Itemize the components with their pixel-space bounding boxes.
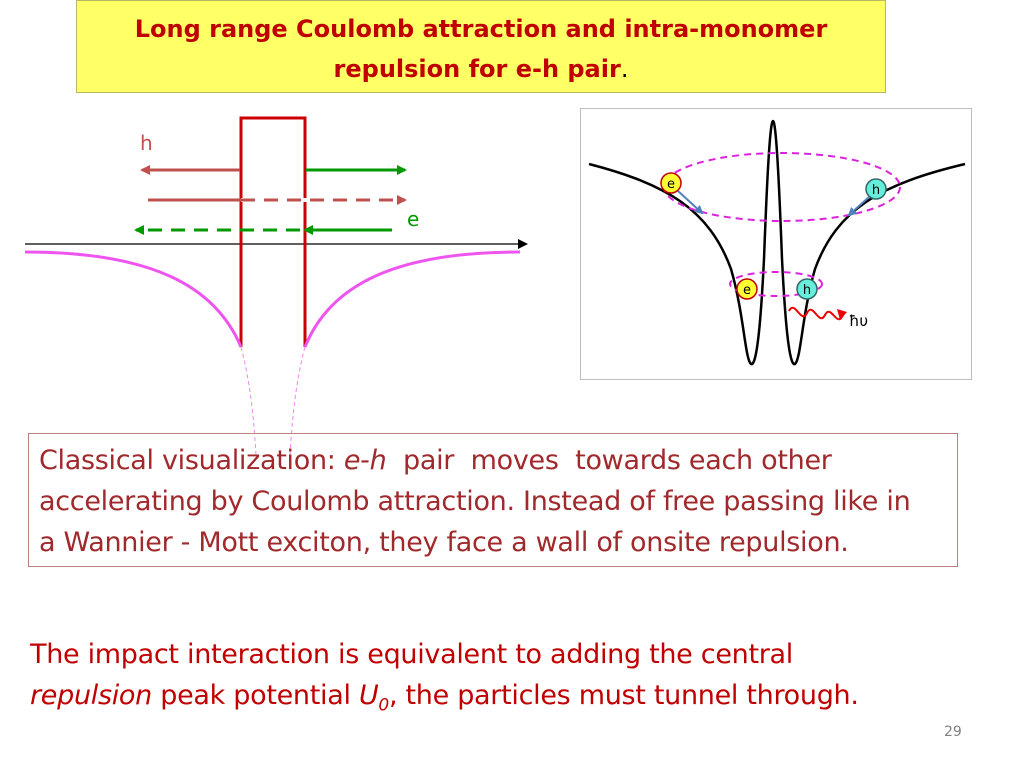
double-well-curve (588, 119, 966, 366)
page-number: 29 (944, 724, 962, 740)
classical-visualization-box: Classical visualization: e-h pair moves … (28, 433, 958, 567)
u-symbol: U (358, 680, 379, 711)
double-well-figure: e h e h ħυ (580, 108, 972, 380)
inner-orbit (729, 271, 823, 297)
repulsion-word: repulsion (30, 680, 152, 711)
title-line-2-text: repulsion for e-h pair (333, 55, 621, 83)
classical-dash: - (360, 445, 370, 476)
outer-hole (865, 178, 887, 200)
classical-line-2: accelerating by Coulomb attraction. Inst… (39, 486, 911, 517)
impact-line-2-end: , the particles must tunnel through. (388, 680, 859, 711)
inner-hole (796, 278, 818, 300)
impact-interaction-text: The impact interaction is equivalent to … (30, 634, 859, 726)
photon-arrowhead (837, 309, 847, 320)
barrier-diagram: h e (24, 116, 528, 456)
outer-hole-arrow (847, 196, 870, 217)
potential-right (303, 250, 521, 348)
classical-line-1: Classical visualization: e-h pair moves … (39, 440, 947, 481)
u-subscript: 0 (378, 695, 389, 716)
outer-hole-label: h (872, 183, 880, 198)
hole-label: h (140, 131, 153, 155)
title-line-2: repulsion for e-h pair. (77, 49, 885, 89)
impact-line-2-mid: peak potential (151, 680, 359, 711)
double-well-svg: e h e h ħυ (588, 119, 966, 366)
electron-label: e (407, 207, 419, 231)
barrier-wall (239, 116, 307, 347)
outer-electron-arrow (677, 190, 704, 215)
photon-label: ħυ (849, 312, 868, 330)
title-box: Long range Coulomb attraction and intra-… (76, 0, 886, 93)
classical-line-1-post: pair moves towards each other (386, 445, 832, 476)
impact-line-1: The impact interaction is equivalent to … (30, 639, 793, 670)
title-period: . (620, 55, 629, 83)
classical-line-3: a Wannier - Mott exciton, they face a wa… (39, 527, 849, 558)
potential-left (24, 250, 243, 348)
outer-electron-label: e (667, 177, 675, 192)
classical-h: h (369, 445, 387, 476)
inner-electron-label: e (743, 283, 751, 298)
outer-electron (660, 172, 682, 194)
title-line-1: Long range Coulomb attraction and intra-… (134, 15, 828, 43)
photon-wave (788, 306, 844, 321)
impact-line-2: repulsion peak potential U0, the particl… (30, 675, 859, 726)
inner-hole-label: h (803, 283, 811, 298)
inner-electron (736, 278, 758, 300)
classical-e: e (343, 445, 361, 476)
classical-line-1-pre: Classical visualization: (39, 445, 344, 476)
